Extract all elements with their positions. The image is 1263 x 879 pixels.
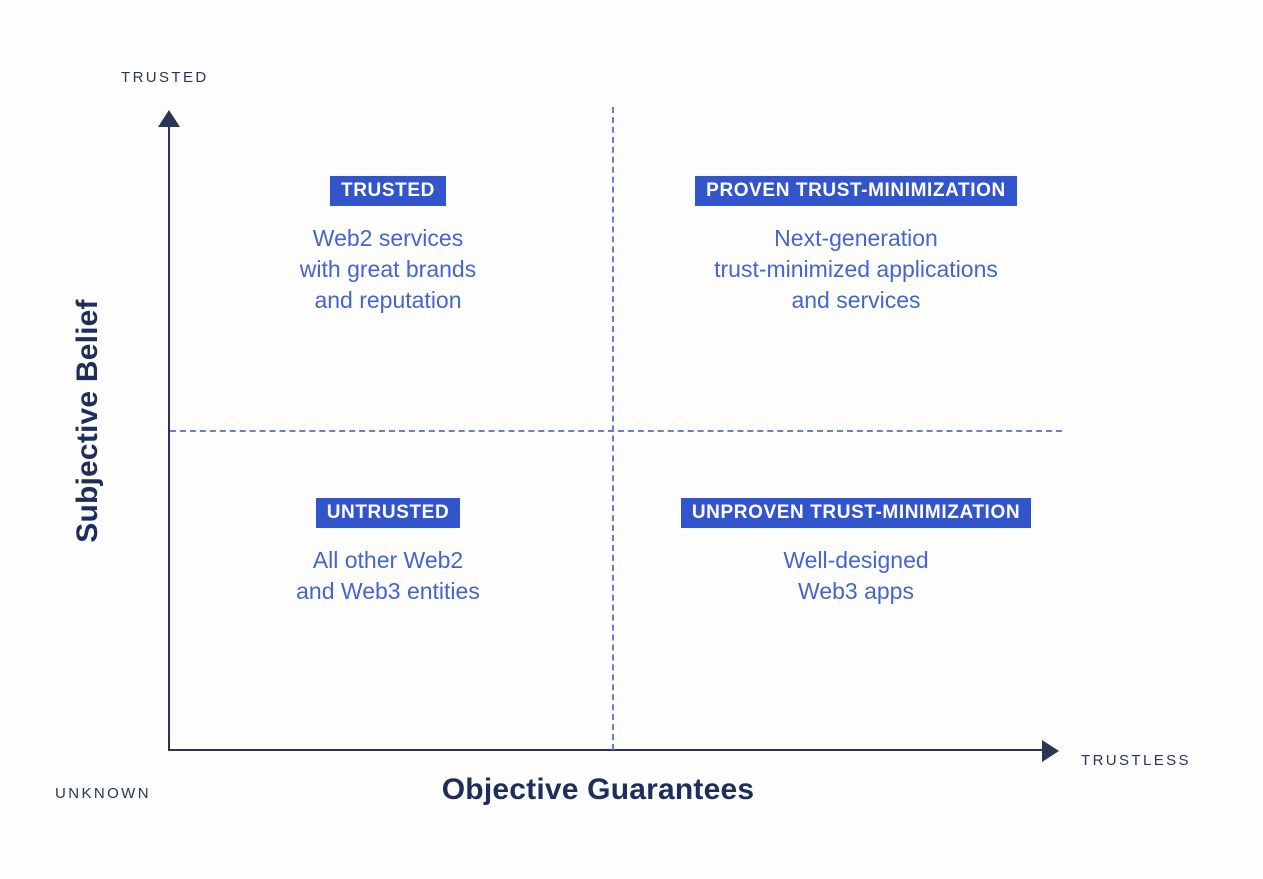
y-axis-high-label: TRUSTED	[121, 69, 209, 86]
quadrant-bottom-right-badge: UNPROVEN TRUST-MINIMIZATION	[680, 498, 1032, 528]
x-axis-title: Objective Guarantees	[441, 773, 755, 806]
horizontal-divider	[170, 430, 1062, 432]
y-axis-arrow-icon	[158, 110, 180, 127]
quadrant-bottom-left-body: All other Web2 and Web3 entities	[296, 547, 480, 604]
vertical-divider	[612, 107, 614, 750]
x-axis-high-label: TRUSTLESS	[1081, 752, 1191, 769]
quadrant-top-right-badge: PROVEN TRUST-MINIMIZATION	[695, 176, 1017, 206]
quadrant-bottom-left-badge: UNTRUSTED	[315, 498, 461, 528]
quadrant-bottom-right: UNPROVEN TRUST-MINIMIZATION Well-designe…	[616, 498, 1096, 607]
quadrant-bottom-left: UNTRUSTED All other Web2 and Web3 entiti…	[228, 498, 548, 607]
quadrant-top-left-badge: TRUSTED	[330, 176, 446, 206]
x-axis-arrow-icon	[1042, 740, 1059, 762]
y-axis-title: Subjective Belief	[71, 299, 104, 543]
quadrant-bottom-right-body: Well-designed Web3 apps	[783, 547, 929, 604]
x-axis-low-label: UNKNOWN	[55, 785, 151, 802]
quadrant-top-left: TRUSTED Web2 services with great brands …	[228, 176, 548, 316]
quadrant-top-left-body: Web2 services with great brands and repu…	[299, 225, 477, 313]
x-axis-line	[168, 749, 1045, 751]
quadrant-top-right-body: Next-generation trust-minimized applicat…	[714, 225, 998, 313]
y-axis-line	[168, 124, 170, 751]
quadrant-top-right: PROVEN TRUST-MINIMIZATION Next-generatio…	[616, 176, 1096, 316]
